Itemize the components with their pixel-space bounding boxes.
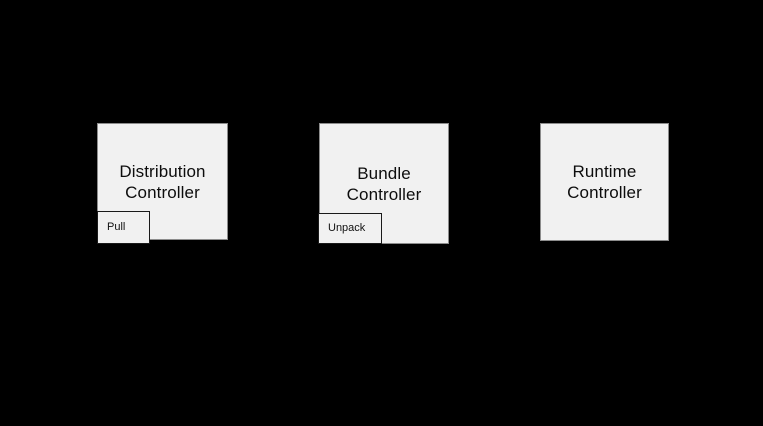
subnode-pull-label: Pull — [107, 221, 126, 233]
node-distribution-controller-label: Distribution Controller — [119, 161, 206, 202]
node-bundle-controller-label: Bundle Controller — [346, 163, 422, 204]
node-runtime-controller-label: Runtime Controller — [567, 162, 642, 202]
subnode-pull[interactable]: Pull — [97, 211, 150, 244]
node-runtime-controller[interactable]: Runtime Controller — [540, 123, 669, 241]
subnode-unpack[interactable]: Unpack — [318, 213, 382, 244]
subnode-unpack-label: Unpack — [328, 222, 366, 234]
